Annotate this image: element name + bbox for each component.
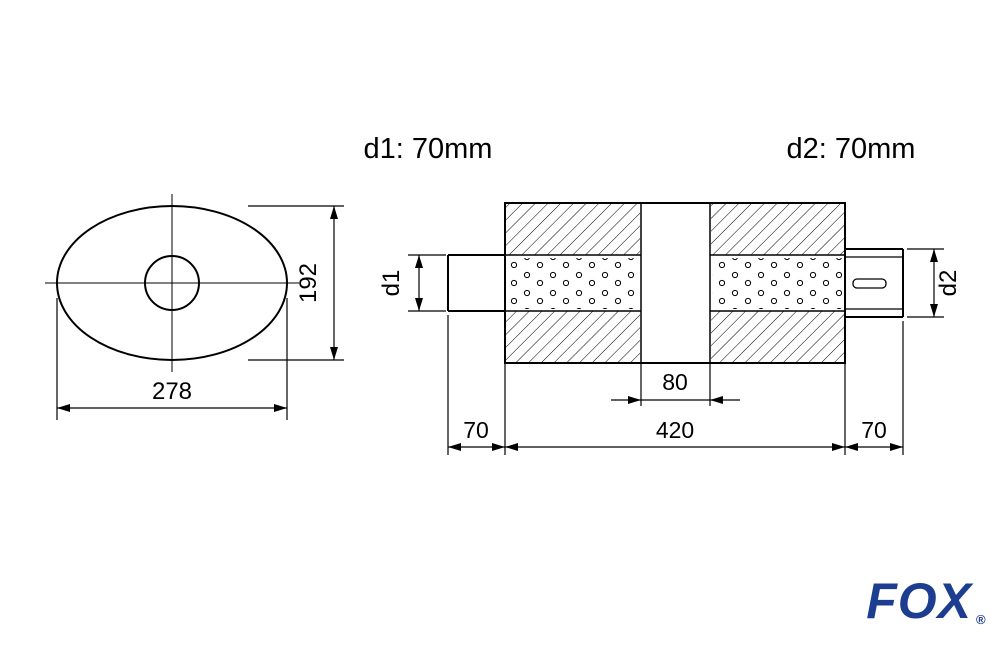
absorption-material-hatch-top-right (711, 204, 844, 255)
inlet-diameter-dimension: d1 (378, 254, 446, 312)
inlet-dim-label: d1 (378, 270, 405, 297)
separator-width-label: 80 (662, 369, 688, 395)
inlet-stub-dimension: 70 (447, 315, 505, 455)
height-dimension: 192 (248, 205, 344, 361)
inlet-stub-label: 70 (463, 417, 489, 443)
outlet-connector (845, 248, 904, 318)
outlet-diameter-dimension: d2 (907, 248, 962, 318)
body-length-label: 420 (656, 417, 694, 443)
inlet-stub (447, 254, 505, 312)
outlet-stub-label: 70 (861, 417, 887, 443)
absorption-material-hatch-top-left (506, 204, 640, 255)
muffler-body-outline (504, 202, 846, 364)
outlet-diameter-annotation: d2: 70mm (787, 133, 916, 165)
oval-body-outline (56, 205, 288, 361)
absorption-material-hatch-bottom-left (506, 311, 640, 362)
side-view: d1 d2 80 420 70 (378, 202, 962, 455)
separator-width-dimension: 80 (611, 363, 740, 406)
fox-logo-text: FOX (866, 573, 973, 629)
body-length-dimension: 420 (504, 363, 846, 455)
pipe-hole-outline (144, 255, 200, 311)
inlet-diameter-annotation: d1: 70mm (364, 133, 493, 165)
registered-mark: ® (976, 612, 986, 627)
perforated-pipe-right (712, 258, 842, 309)
height-dim-label: 192 (295, 263, 322, 303)
fox-logo: FOX ® (866, 573, 986, 629)
outlet-dim-label: d2 (935, 270, 962, 297)
perforated-pipe-left (508, 258, 639, 309)
width-dimension: 278 (56, 298, 288, 420)
front-view: 192 278 (45, 194, 344, 420)
clamp-slot (852, 278, 887, 289)
absorption-material-hatch-bottom-right (711, 311, 844, 362)
outlet-stub-dimension: 70 (845, 321, 904, 455)
width-dim-label: 278 (152, 378, 192, 405)
